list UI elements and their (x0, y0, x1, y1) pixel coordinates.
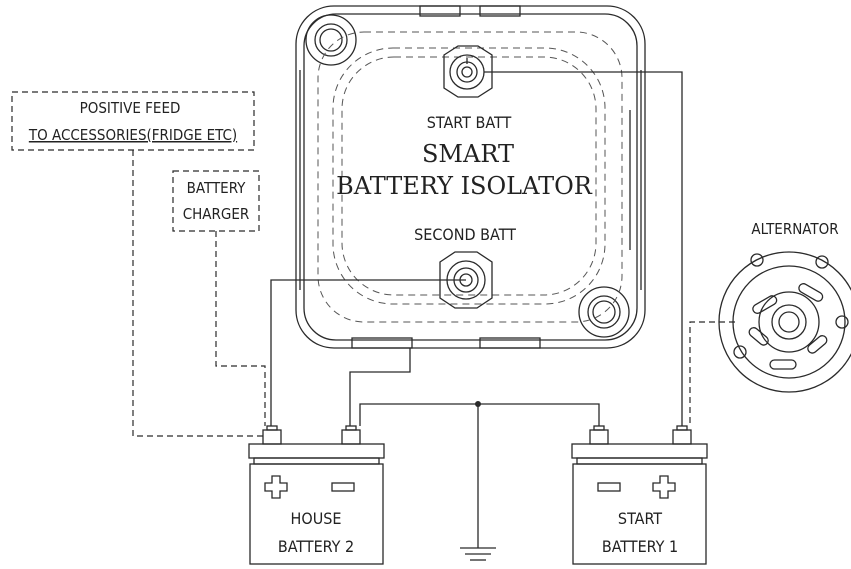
positive-feed-box: POSITIVE FEED TO ACCESSORIES(FRIDGE ETC) (11, 91, 255, 151)
start-battery-line1: START (618, 509, 662, 528)
house-battery-line2: BATTERY 2 (278, 537, 354, 556)
isolator-title-line1: SMART (422, 140, 514, 168)
start-batt-label: START BATT (427, 113, 512, 132)
positive-feed-line2: TO ACCESSORIES(FRIDGE ETC) (28, 126, 237, 144)
start-battery-line2: BATTERY 1 (602, 537, 678, 556)
wire-isolator-ground (349, 348, 411, 426)
isolator-title-line2: BATTERY ISOLATOR (336, 172, 593, 200)
start-battery-negative-terminal (589, 425, 609, 445)
ground-icon (460, 404, 496, 561)
wire-alternator (689, 321, 735, 426)
wire-second-batt (270, 279, 466, 426)
battery-charger-line1: BATTERY (187, 179, 246, 197)
wire-start-batt (484, 71, 683, 426)
minus-icon (597, 482, 621, 492)
plus-icon (652, 475, 676, 499)
wire-battery-charger (215, 231, 266, 426)
battery-charger-line2: CHARGER (183, 205, 250, 223)
second-batt-label: SECOND BATT (414, 225, 516, 244)
smart-battery-isolator: START BATT SMART BATTERY ISOLATOR SECOND… (295, 5, 646, 349)
start-battery-positive-terminal (672, 425, 692, 445)
house-battery-positive-terminal (262, 425, 282, 445)
start-battery-1: START BATTERY 1 (571, 425, 708, 565)
minus-icon (331, 482, 355, 492)
wire-negative-bus (359, 403, 600, 426)
house-battery-2: HOUSE BATTERY 2 (248, 425, 385, 565)
battery-charger-box: BATTERY CHARGER (172, 170, 260, 232)
mounting-hole-top-left (305, 14, 357, 66)
start-batt-terminal-stud (443, 45, 493, 98)
alternator: ALTERNATOR (718, 220, 851, 393)
house-battery-line1: HOUSE (291, 509, 342, 528)
house-battery-negative-terminal (341, 425, 361, 445)
mounting-hole-bottom-right (578, 286, 630, 338)
wire-positive-feed (132, 150, 263, 437)
positive-feed-line1: POSITIVE FEED (80, 99, 181, 117)
alternator-label: ALTERNATOR (751, 220, 838, 238)
plus-icon (264, 475, 288, 499)
